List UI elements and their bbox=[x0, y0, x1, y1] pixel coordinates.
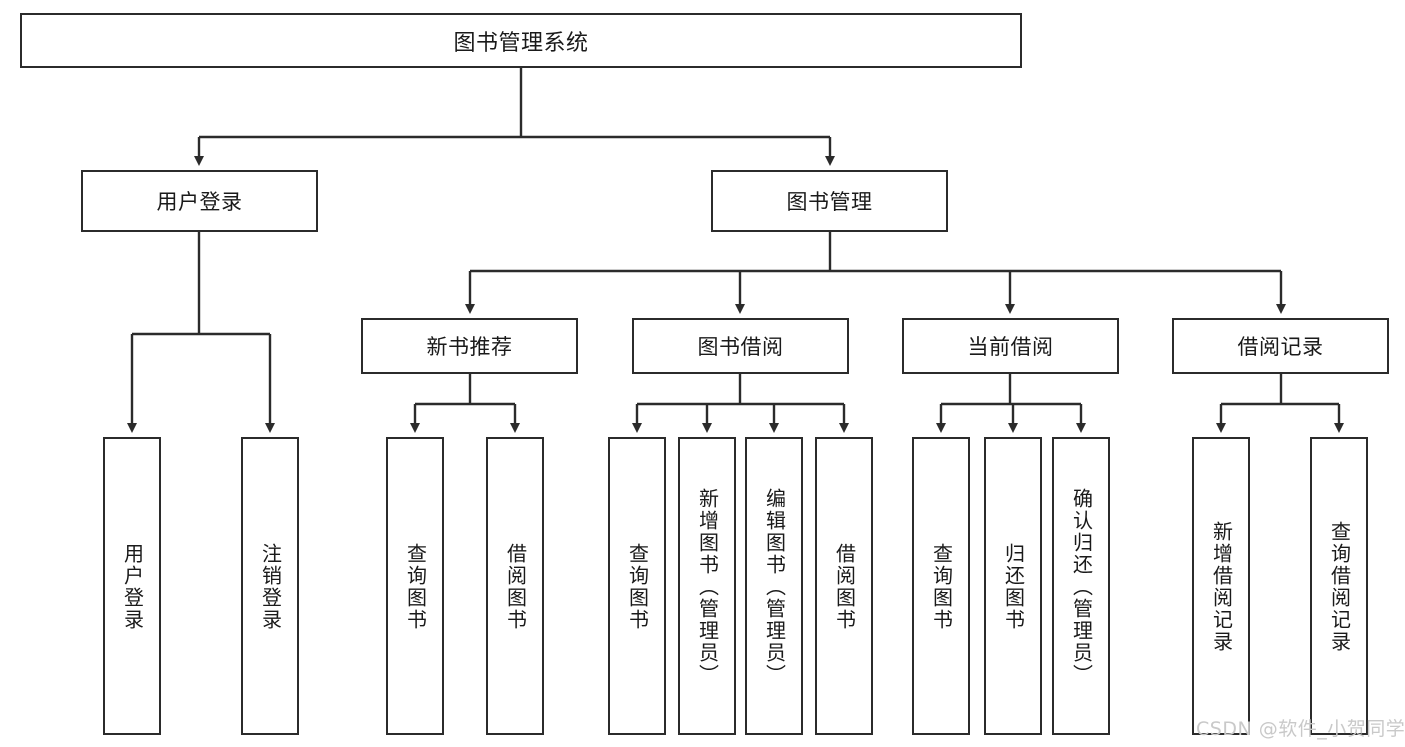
leaf-label: 用户登录 bbox=[120, 543, 145, 631]
node-leaf-borrow-book-rec[interactable]: 借阅图书 bbox=[486, 437, 544, 735]
node-leaf-logout[interactable]: 注销登录 bbox=[241, 437, 299, 735]
node-book-borrow[interactable]: 图书借阅 bbox=[632, 318, 849, 374]
node-new-book-recommend[interactable]: 新书推荐 bbox=[361, 318, 578, 374]
node-current-borrow[interactable]: 当前借阅 bbox=[902, 318, 1119, 374]
leaf-label: 查询图书 bbox=[929, 543, 954, 631]
leaf-label: 新增借阅记录 bbox=[1209, 521, 1234, 653]
leaf-label: 编辑图书（管理员） bbox=[762, 488, 787, 686]
node-leaf-query-book-borrow[interactable]: 查询图书 bbox=[608, 437, 666, 735]
node-leaf-borrow-book[interactable]: 借阅图书 bbox=[815, 437, 873, 735]
node-leaf-return-book[interactable]: 归还图书 bbox=[984, 437, 1042, 735]
node-leaf-user-login[interactable]: 用户登录 bbox=[103, 437, 161, 735]
node-borrow-record[interactable]: 借阅记录 bbox=[1172, 318, 1389, 374]
node-leaf-query-book-current[interactable]: 查询图书 bbox=[912, 437, 970, 735]
leaf-label: 注销登录 bbox=[258, 543, 283, 631]
watermark-credit: CSDN @软件_小贺同学 bbox=[1196, 718, 1405, 740]
leaf-label: 新增图书（管理员） bbox=[695, 488, 720, 686]
node-leaf-query-book-rec[interactable]: 查询图书 bbox=[386, 437, 444, 735]
node-leaf-add-borrow-record[interactable]: 新增借阅记录 bbox=[1192, 437, 1250, 735]
node-root-system[interactable]: 图书管理系统 bbox=[20, 13, 1022, 68]
leaf-label: 查询借阅记录 bbox=[1327, 521, 1352, 653]
leaf-label: 借阅图书 bbox=[503, 543, 528, 631]
leaf-label: 查询图书 bbox=[625, 543, 650, 631]
node-leaf-confirm-return-admin[interactable]: 确认归还（管理员） bbox=[1052, 437, 1110, 735]
node-user-login[interactable]: 用户登录 bbox=[81, 170, 318, 232]
node-leaf-query-borrow-record[interactable]: 查询借阅记录 bbox=[1310, 437, 1368, 735]
leaf-label: 借阅图书 bbox=[832, 543, 857, 631]
leaf-label: 确认归还（管理员） bbox=[1069, 488, 1094, 686]
node-leaf-add-book-admin[interactable]: 新增图书（管理员） bbox=[678, 437, 736, 735]
leaf-label: 查询图书 bbox=[403, 543, 428, 631]
leaf-label: 归还图书 bbox=[1001, 543, 1026, 631]
node-leaf-edit-book-admin[interactable]: 编辑图书（管理员） bbox=[745, 437, 803, 735]
node-book-manage[interactable]: 图书管理 bbox=[711, 170, 948, 232]
